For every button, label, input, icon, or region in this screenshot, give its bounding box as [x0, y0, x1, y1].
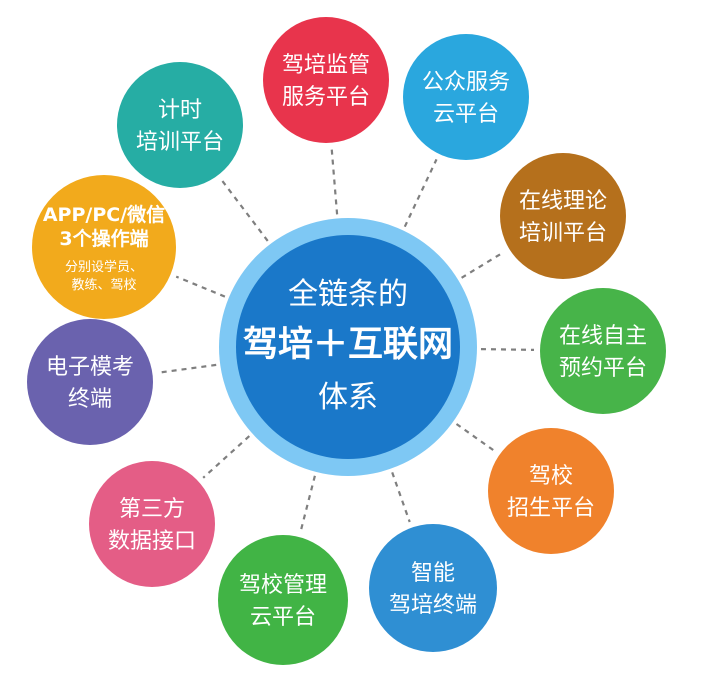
node-circle-school-management: [218, 535, 348, 665]
node-label-timing-0: 计时: [158, 98, 202, 123]
node-label-app-terminal-1: 3个操作端: [59, 227, 148, 250]
hub-line1: 全链条的: [288, 277, 408, 312]
node-circle-app-terminal: [32, 175, 176, 319]
node-circle-public-service: [403, 34, 529, 160]
node-label-online-theory-1: 培训平台: [519, 221, 607, 246]
node-sublabel-app-terminal-0: 分别设学员、: [65, 259, 143, 275]
node-circle-online-booking: [540, 288, 666, 414]
node-label-enrollment-0: 驾校: [529, 464, 573, 489]
node-label-school-management-1: 云平台: [250, 605, 316, 630]
connector-smart-terminal: [391, 472, 411, 523]
connector-timing: [220, 179, 269, 242]
node-label-exam-terminal-1: 终端: [68, 387, 112, 412]
connector-online-booking: [480, 348, 535, 351]
node-label-smart-terminal-0: 智能: [411, 561, 455, 586]
node-label-online-booking-1: 预约平台: [559, 356, 647, 381]
connector-online-theory: [461, 250, 505, 279]
connector-third-party: [202, 435, 251, 479]
connector-school-management: [299, 475, 316, 532]
node-label-online-theory-0: 在线理论: [519, 189, 607, 214]
node-circle-enrollment: [488, 428, 614, 554]
hub-circle: [236, 235, 460, 459]
connector-exam-terminal: [158, 363, 217, 374]
connectors: [158, 148, 535, 532]
node-label-third-party-1: 数据接口: [108, 529, 196, 554]
connector-public-service: [403, 158, 438, 228]
node-label-public-service-0: 公众服务: [422, 70, 510, 95]
node-label-public-service-1: 云平台: [433, 102, 499, 127]
hub: 全链条的 驾培＋互联网 体系: [219, 218, 477, 476]
node-circle-third-party: [89, 461, 215, 587]
hub-line2: 驾培＋互联网: [243, 325, 453, 365]
node-label-third-party-0: 第三方: [119, 497, 185, 522]
hub-line3: 体系: [318, 380, 378, 415]
node-label-enrollment-1: 招生平台: [507, 496, 595, 521]
node-label-app-terminal-0: APP/PC/微信: [43, 203, 165, 226]
node-label-smart-terminal-1: 驾培终端: [389, 593, 477, 618]
node-sublabel-app-terminal-1: 教练、驾校: [71, 277, 136, 293]
node-circle-online-theory: [500, 153, 626, 279]
node-circle-timing: [117, 62, 243, 188]
nodes: 驾培监管服务平台公众服务云平台在线理论培训平台在线自主预约平台驾校招生平台智能驾…: [27, 17, 666, 665]
node-label-school-management-0: 驾校管理: [239, 573, 327, 598]
node-circle-smart-terminal: [369, 524, 497, 652]
node-circle-exam-terminal: [27, 319, 153, 445]
node-label-exam-terminal-0: 电子模考: [46, 355, 134, 380]
node-label-timing-1: 培训平台: [136, 130, 224, 155]
node-circle-supervision: [263, 17, 389, 143]
node-label-supervision-1: 服务平台: [282, 85, 370, 110]
connector-enrollment: [455, 423, 496, 452]
connector-supervision: [330, 148, 339, 215]
connector-app-terminal: [175, 275, 226, 298]
node-label-supervision-0: 驾培监管: [282, 53, 370, 78]
node-label-online-booking-0: 在线自主: [559, 324, 647, 349]
